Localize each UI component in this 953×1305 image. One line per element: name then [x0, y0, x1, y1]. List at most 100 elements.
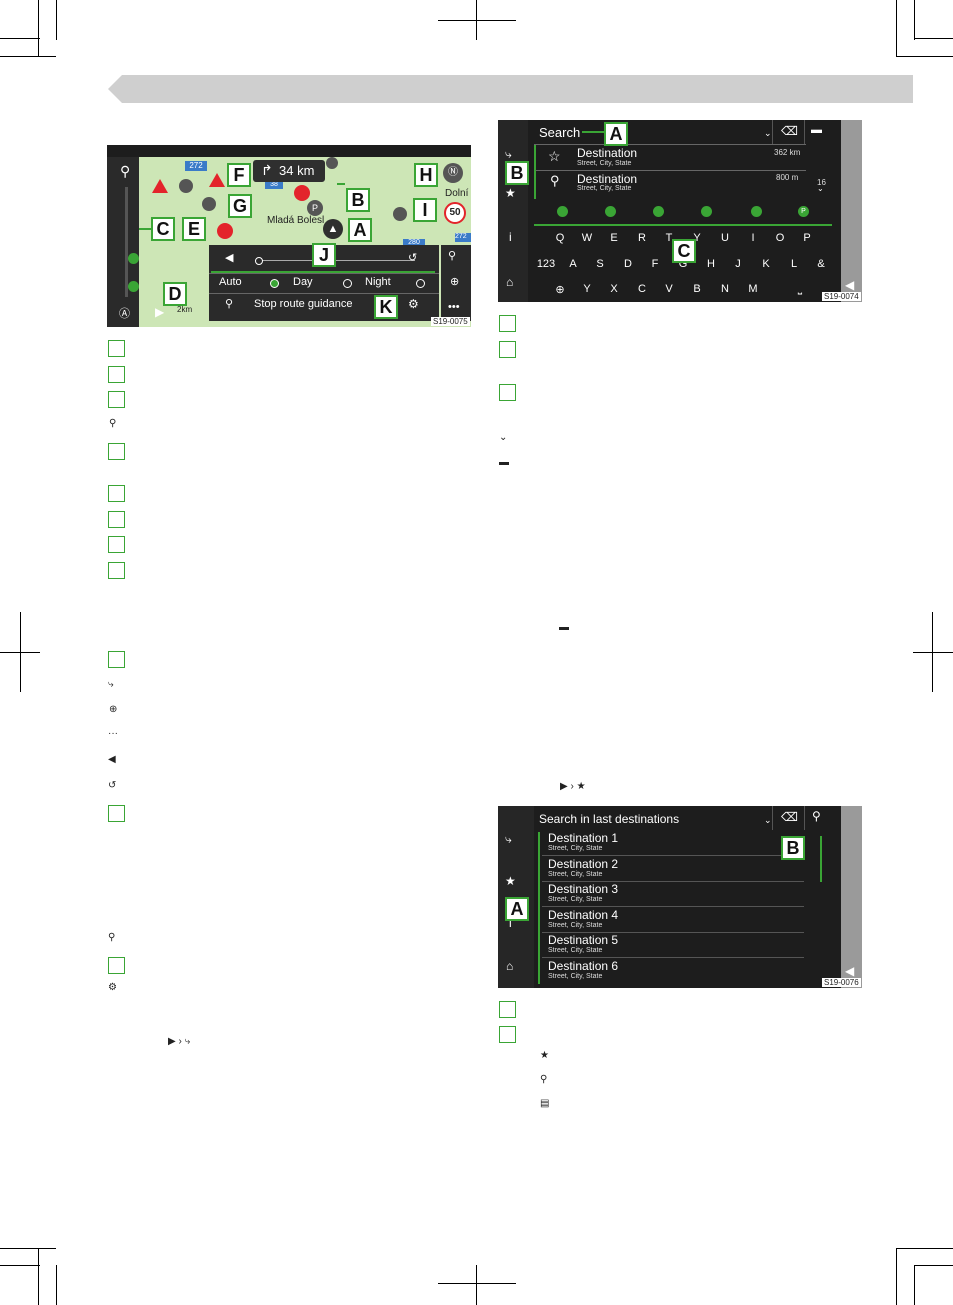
destination-title[interactable]: Destination 4 [548, 908, 619, 922]
car-center-icon: ⊕ [109, 704, 118, 715]
destination-title[interactable]: Destination 6 [548, 959, 619, 973]
destination-title[interactable]: Destination 2 [548, 857, 619, 871]
callout-b: B [505, 161, 529, 185]
key[interactable]: C [638, 283, 646, 295]
settings-gear-icon[interactable]: ⚙ [408, 297, 419, 311]
callout-e: E [182, 217, 206, 241]
route-stop-icon: ⚲ [108, 932, 116, 943]
key[interactable]: Y [693, 232, 701, 244]
key[interactable]: O [775, 232, 785, 244]
road-sign: 272 [455, 233, 471, 242]
key[interactable]: Y [583, 283, 591, 295]
key[interactable]: N [721, 283, 729, 295]
category-parking-icon[interactable]: P [798, 206, 809, 217]
key[interactable]: M [748, 283, 758, 295]
compass-a-icon[interactable]: Ⓐ [119, 308, 130, 320]
key[interactable]: A [569, 258, 577, 270]
key[interactable]: D [624, 258, 632, 270]
category-fuel-icon[interactable] [605, 206, 616, 217]
legend-box [108, 957, 125, 974]
no-overtaking-icon [217, 223, 233, 239]
stop-route-guidance-button[interactable]: Stop route guidance [254, 298, 353, 310]
mode-day-radio[interactable] [343, 279, 352, 288]
car-center-icon[interactable]: ⊕ [450, 276, 460, 288]
figure-code: S19-0076 [822, 978, 861, 987]
north-compass-icon[interactable]: Ⓝ [443, 163, 463, 183]
key[interactable]: H [707, 258, 715, 270]
destination-type-icon[interactable]: ▬ [811, 124, 822, 136]
destination-title[interactable]: Destination 1 [548, 831, 619, 845]
favorite-destination-icon[interactable]: ★ [505, 874, 516, 888]
key[interactable]: E [610, 232, 618, 244]
route-icon[interactable]: ⤷ [505, 832, 512, 846]
key[interactable]: S [596, 258, 604, 270]
back-arrow-icon[interactable]: ◀ [845, 278, 855, 292]
route-distance: 34 km [279, 163, 315, 178]
key[interactable]: L [790, 258, 798, 270]
crop-mark [896, 56, 953, 57]
key[interactable]: I [751, 232, 755, 244]
callout-f: F [227, 163, 251, 187]
result-title[interactable]: Destination [577, 172, 638, 186]
favorite-destination-icon[interactable]: ★ [505, 186, 516, 200]
pin-icon[interactable]: ⚲ [550, 173, 560, 188]
key[interactable]: W [581, 232, 593, 244]
key[interactable]: & [817, 258, 825, 270]
more-options-icon[interactable]: ••• [448, 301, 460, 313]
key[interactable]: B [693, 283, 701, 295]
key[interactable]: T [665, 232, 673, 244]
destination-title[interactable]: Destination 5 [548, 933, 619, 947]
route-icon[interactable]: ⚲ [448, 250, 457, 262]
mode-auto-radio[interactable] [270, 279, 279, 288]
key-123[interactable]: 123 [536, 258, 556, 270]
home-icon[interactable]: ⌂ [506, 959, 514, 973]
category-fuel-icon[interactable] [751, 206, 762, 217]
backspace-icon[interactable]: ⌫ [781, 124, 798, 138]
mode-night-radio[interactable] [416, 279, 425, 288]
mute-icon[interactable]: ◀ [225, 252, 234, 264]
crop-mark [56, 1265, 57, 1305]
back-arrow-icon[interactable]: ◀ [845, 964, 855, 978]
key[interactable]: X [610, 283, 618, 295]
collapse-arrow-icon[interactable]: ▶ [155, 305, 165, 319]
chevron-down-icon[interactable]: ⌄ [764, 128, 772, 138]
key[interactable]: U [721, 232, 729, 244]
destination-title[interactable]: Destination 3 [548, 882, 619, 896]
key[interactable]: P [803, 232, 811, 244]
key[interactable]: Q [555, 232, 565, 244]
crop-mark [56, 0, 57, 40]
key[interactable]: G [678, 258, 688, 270]
category-car-icon[interactable] [557, 206, 568, 217]
no-entry-icon [294, 185, 310, 201]
space-key[interactable]: ⎵ [797, 283, 803, 295]
chevron-down-icon[interactable]: ⌄ [764, 815, 772, 825]
side-panel [841, 120, 862, 302]
info-icon[interactable]: i [509, 230, 512, 244]
pin-dropdown-icon[interactable]: ⚲ [812, 809, 821, 823]
home-icon[interactable]: ⌂ [506, 275, 514, 289]
chevron-down-icon[interactable]: ⌄ [817, 184, 824, 193]
category-lock-icon[interactable] [653, 206, 664, 217]
poi-icon [128, 253, 139, 264]
volume-loop-icon[interactable]: ↺ [408, 252, 418, 264]
key[interactable]: V [665, 283, 673, 295]
result-title[interactable]: Destination [577, 146, 638, 160]
backspace-icon[interactable]: ⌫ [781, 810, 798, 824]
globe-icon[interactable]: ⊕ [555, 284, 565, 296]
key[interactable]: F [651, 258, 659, 270]
fuel-icon [202, 197, 216, 211]
search-input[interactable]: Search [539, 125, 581, 140]
crop-mark [896, 0, 897, 56]
key[interactable]: R [638, 232, 646, 244]
info-icon[interactable]: i [509, 916, 512, 930]
legend-box [108, 511, 125, 528]
search-input[interactable]: Search in last destinations [539, 812, 680, 826]
key[interactable]: K [762, 258, 770, 270]
scrollbar[interactable] [820, 836, 822, 882]
figure-code: S19-0074 [822, 292, 861, 301]
key[interactable]: J [735, 258, 741, 270]
route-icon[interactable]: ⤷ [505, 147, 512, 161]
location-pin-icon[interactable]: ⚲ [120, 163, 131, 179]
category-restaurant-icon[interactable] [701, 206, 712, 217]
star-icon[interactable]: ☆ [548, 148, 561, 164]
